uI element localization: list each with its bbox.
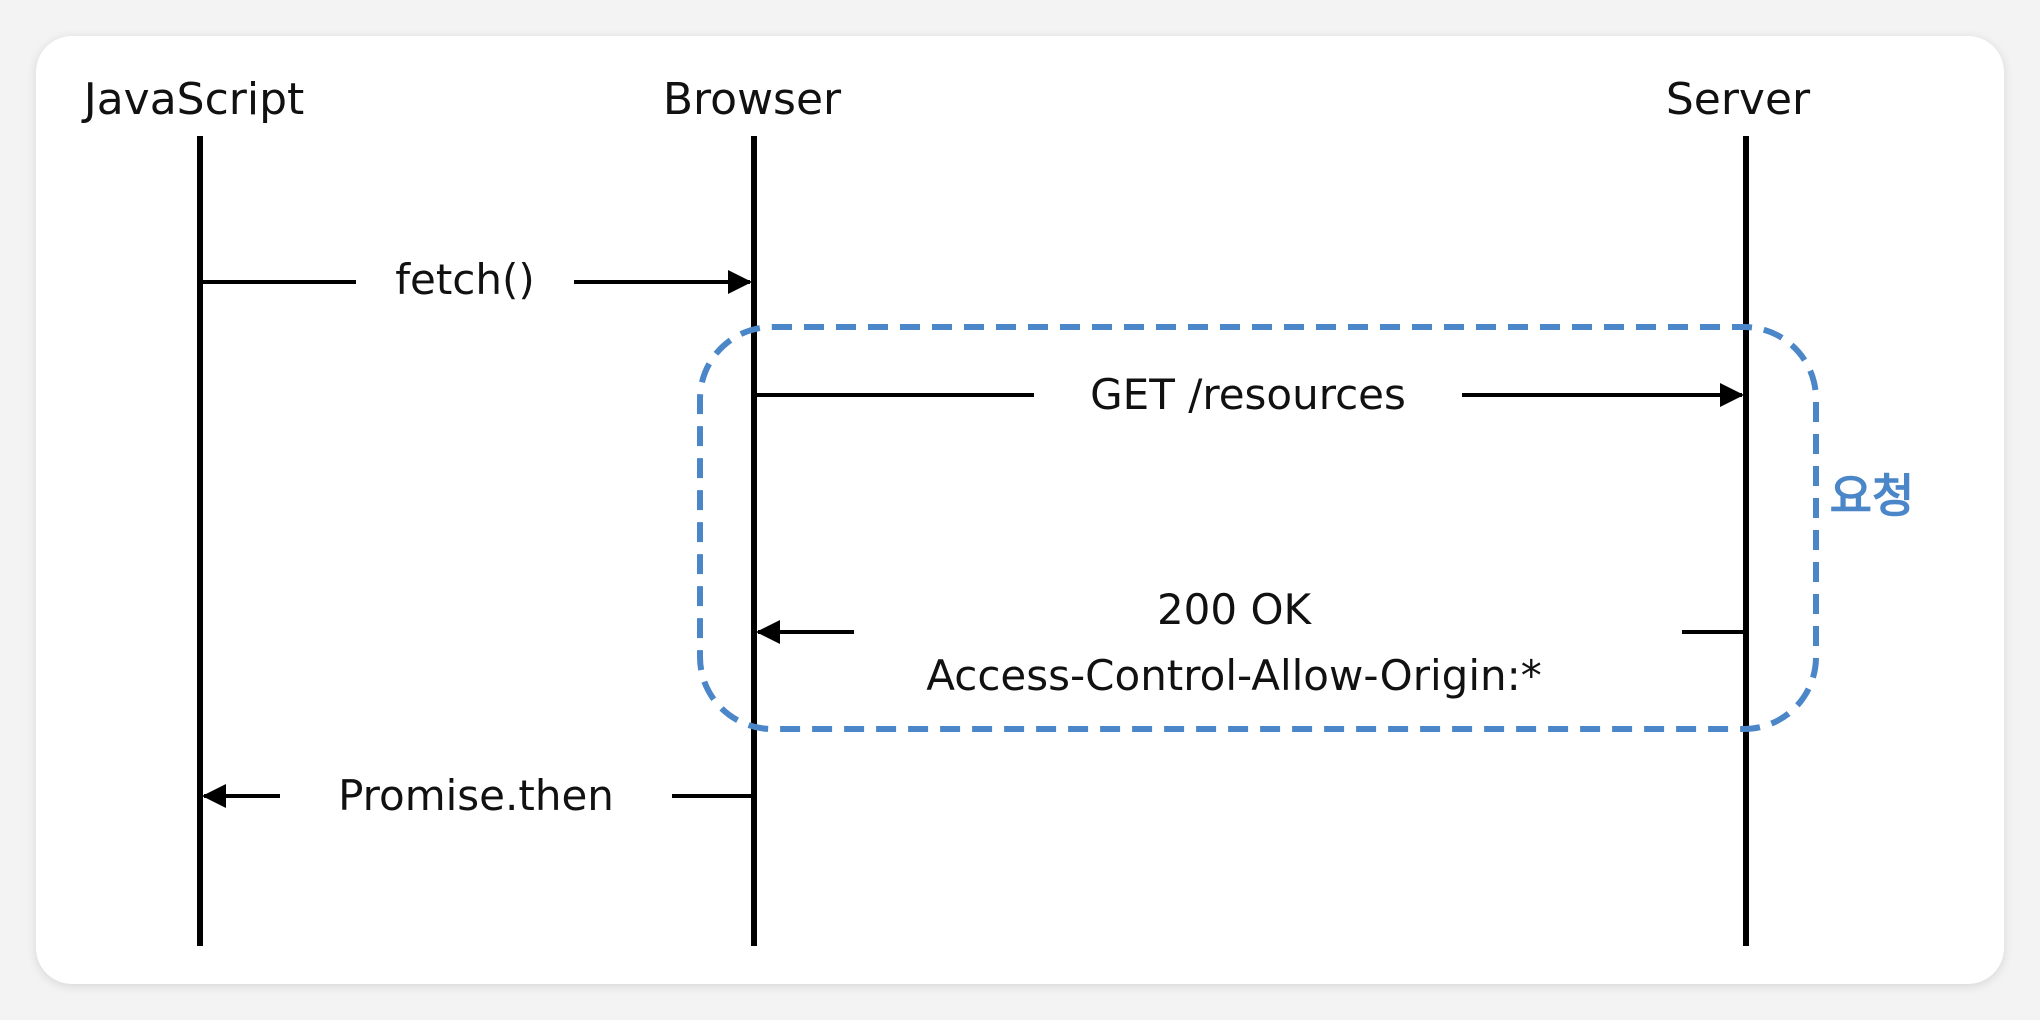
get-request-label-bg	[1034, 366, 1462, 424]
fetch-label: fetch()	[395, 255, 535, 304]
participant-browser: Browser	[663, 74, 842, 125]
promise-then-label: Promise.then	[338, 771, 614, 820]
sequence-diagram: JavaScript Browser Server 요청 fetch() GET…	[81, 74, 1915, 946]
fetch-label-bg	[356, 254, 574, 310]
response-status-label: 200 OK	[1157, 585, 1313, 634]
response-header-label: Access-Control-Allow-Origin:*	[926, 651, 1542, 700]
request-group-box	[697, 324, 1819, 732]
get-request-label: GET /resources	[1090, 370, 1406, 419]
request-group-label: 요청	[1830, 469, 1915, 523]
participant-javascript: JavaScript	[81, 74, 305, 125]
promise-then-label-bg	[280, 768, 672, 824]
diagram-card: JavaScript Browser Server 요청 fetch() GET…	[36, 36, 2004, 984]
response-label-bg	[854, 588, 1682, 718]
participant-server: Server	[1666, 74, 1811, 125]
